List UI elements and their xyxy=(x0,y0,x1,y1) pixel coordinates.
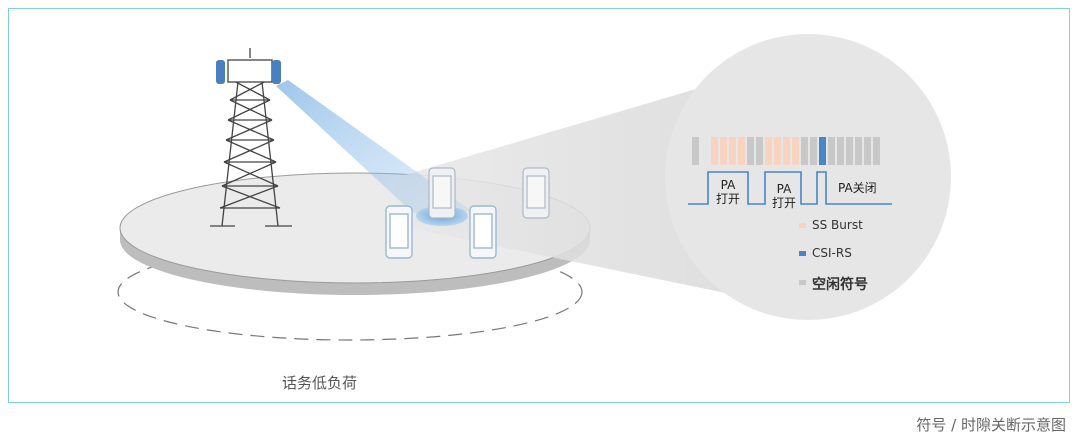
legend-label-csi-rs: CSI-RS xyxy=(812,246,852,260)
phone-icon xyxy=(428,167,456,219)
legend-swatch-csi-rs xyxy=(799,251,806,256)
pa-waveform xyxy=(688,171,892,205)
coverage-disc-side xyxy=(120,228,590,295)
legend-label-idle: 空闲符号 xyxy=(812,277,868,293)
phone-icon xyxy=(522,167,550,219)
zoom-circle xyxy=(665,34,951,320)
timeline-slots xyxy=(692,137,880,165)
phone-icon xyxy=(469,205,497,259)
pa-off-label: PA关闭 xyxy=(838,181,877,195)
cell-tower xyxy=(210,48,292,227)
figure-caption: 符号 / 时隙关断示意图 xyxy=(916,416,1066,434)
legend-label-ss-burst: SS Burst xyxy=(812,218,863,232)
beam xyxy=(276,80,470,217)
antenna-right-icon xyxy=(272,60,281,84)
phone-icon xyxy=(385,205,413,259)
antenna-left-icon xyxy=(216,60,225,84)
pa-on-label-2: PA 打开 xyxy=(771,182,796,210)
legend-swatch-idle xyxy=(799,280,806,285)
legend-swatch-ss-burst xyxy=(799,223,806,228)
scene-label: 话务低负荷 xyxy=(282,374,358,392)
pa-on-label-1: PA 打开 xyxy=(715,178,740,206)
